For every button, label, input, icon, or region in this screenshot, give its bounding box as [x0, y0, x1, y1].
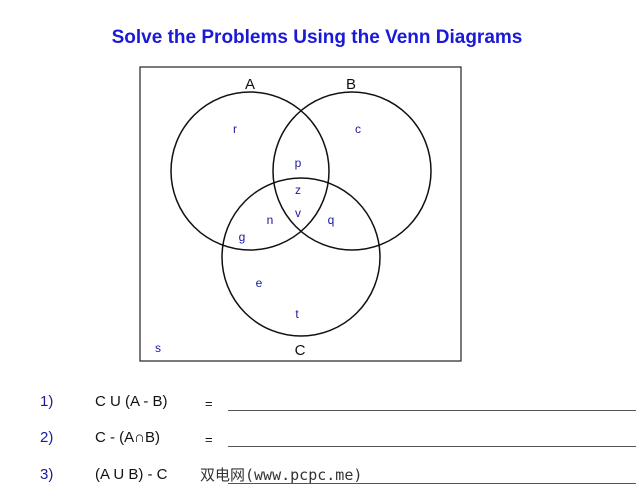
element-g: g [239, 230, 246, 244]
problem-number: 2) [40, 429, 54, 446]
equals-sign: = [205, 396, 213, 411]
problem-row: 3) (A U B) - C 双电网(www.pcpc.me) [0, 466, 640, 490]
element-z: z [295, 183, 301, 197]
problem-row: 1) C U (A - B) = [0, 393, 640, 417]
circle-a [170, 91, 330, 251]
element-r: r [233, 122, 237, 136]
element-p: p [295, 156, 302, 170]
equals-sign: = [205, 432, 213, 447]
problem-expression: C - (A∩B) [95, 429, 160, 446]
set-label-c: C [295, 342, 306, 359]
element-e: e [256, 276, 263, 290]
problem-row: 2) C - (A∩B) = [0, 429, 640, 453]
circle-b [272, 91, 432, 251]
element-q: q [328, 213, 335, 227]
set-label-a: A [245, 76, 255, 93]
page-title: Solve the Problems Using the Venn Diagra… [111, 27, 523, 48]
problem-expression: (A U B) - C [95, 466, 168, 483]
element-v: v [295, 206, 301, 220]
element-s: s [155, 341, 161, 355]
set-label-b: B [346, 76, 356, 93]
problem-number: 1) [40, 393, 54, 410]
problem-expression: C U (A - B) [95, 393, 168, 410]
problem-number: 3) [40, 466, 54, 483]
element-c: c [355, 122, 361, 136]
watermark: 双电网(www.pcpc.me) [200, 466, 363, 484]
answer-line[interactable] [228, 483, 636, 484]
element-n: n [267, 213, 274, 227]
circle-c [221, 177, 381, 337]
answer-line[interactable] [228, 410, 636, 411]
universal-set-box [139, 66, 462, 362]
answer-line[interactable] [228, 446, 636, 447]
element-t: t [295, 307, 299, 321]
